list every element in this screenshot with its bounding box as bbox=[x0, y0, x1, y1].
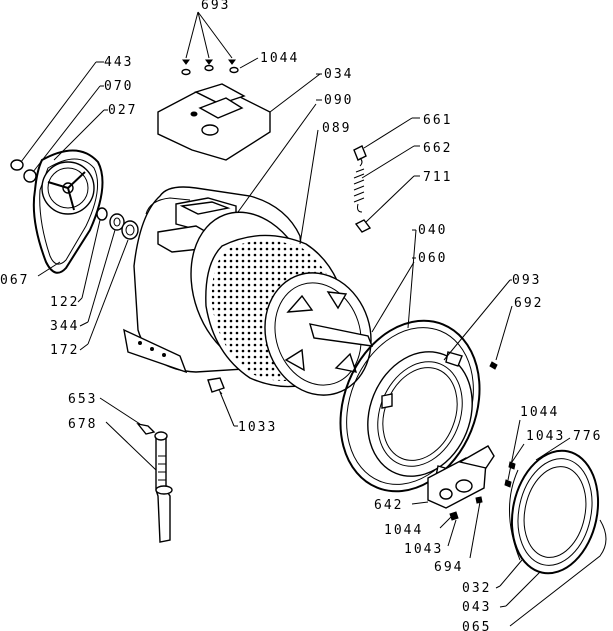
label-060: 060 bbox=[418, 251, 447, 266]
leader-ticks bbox=[77, 61, 512, 608]
label-678: 678 bbox=[68, 417, 97, 432]
label-093: 093 bbox=[512, 273, 541, 288]
label-070: 070 bbox=[104, 79, 133, 94]
label-692: 692 bbox=[514, 296, 543, 311]
label-776: 776 bbox=[573, 429, 602, 444]
drum-089 bbox=[205, 129, 374, 427]
label-711: 711 bbox=[423, 170, 452, 185]
counterweight-034 bbox=[157, 73, 321, 161]
label-1043-right: 1043 bbox=[526, 429, 565, 444]
door-776 bbox=[499, 419, 607, 627]
label-032: 032 bbox=[462, 581, 491, 596]
label-653: 653 bbox=[68, 392, 97, 407]
label-642: 642 bbox=[374, 498, 403, 513]
label-1033: 1033 bbox=[238, 420, 277, 435]
label-172: 172 bbox=[50, 343, 79, 358]
bearings bbox=[81, 207, 139, 345]
label-090: 090 bbox=[324, 93, 353, 108]
label-089: 089 bbox=[322, 121, 351, 136]
springs bbox=[353, 117, 415, 233]
label-1044-top: 1044 bbox=[260, 51, 299, 66]
label-1044-right: 1044 bbox=[520, 405, 559, 420]
label-027: 027 bbox=[108, 103, 137, 118]
pulley-027 bbox=[10, 61, 105, 277]
label-694: 694 bbox=[434, 560, 463, 575]
label-122: 122 bbox=[50, 295, 79, 310]
label-662: 662 bbox=[423, 141, 452, 156]
label-443: 443 bbox=[104, 55, 133, 70]
label-065: 065 bbox=[462, 620, 491, 631]
screws-693 bbox=[181, 11, 259, 76]
label-1043-bottom: 1043 bbox=[404, 542, 443, 557]
label-1044-bottom: 1044 bbox=[384, 523, 423, 538]
label-344: 344 bbox=[50, 319, 79, 334]
label-043: 043 bbox=[462, 600, 491, 615]
foot-678 bbox=[99, 397, 173, 543]
label-661: 661 bbox=[423, 113, 452, 128]
label-067: 067 bbox=[0, 273, 29, 288]
hinge-642 bbox=[411, 445, 495, 559]
label-693: 693 bbox=[201, 0, 230, 13]
label-040: 040 bbox=[418, 223, 447, 238]
label-034: 034 bbox=[324, 67, 353, 82]
